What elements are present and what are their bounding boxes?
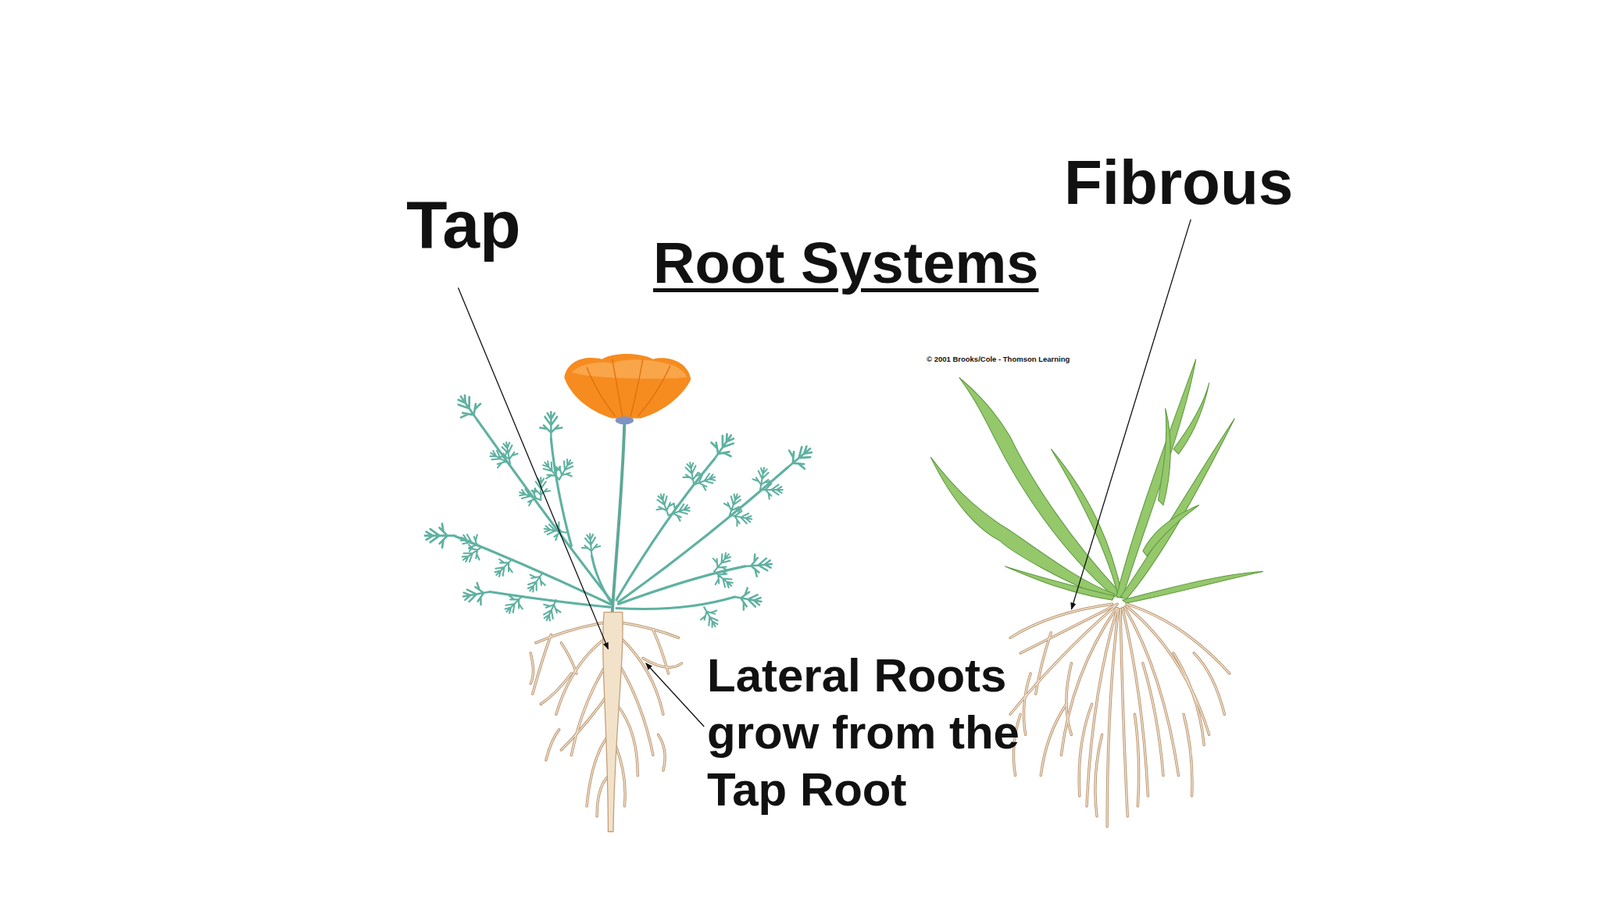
copyright-note: © 2001 Brooks/Cole - Thomson Learning [926, 355, 1070, 364]
poppy-stem [612, 422, 625, 613]
callout-note: Lateral Roots grow from the Tap Root [707, 646, 1067, 819]
type-label: Tap [406, 190, 522, 258]
grass-leaves [930, 359, 1264, 604]
fibrous-leader [1071, 219, 1191, 610]
poppy-flower [564, 353, 691, 425]
fibrous-roots [1010, 603, 1230, 827]
lateral-leader [646, 663, 704, 727]
poppy-leaves [425, 389, 818, 632]
type-label: Fibrous [1064, 151, 1293, 215]
tap-leader [457, 287, 608, 649]
diagram-title: Root Systems [653, 234, 1039, 293]
